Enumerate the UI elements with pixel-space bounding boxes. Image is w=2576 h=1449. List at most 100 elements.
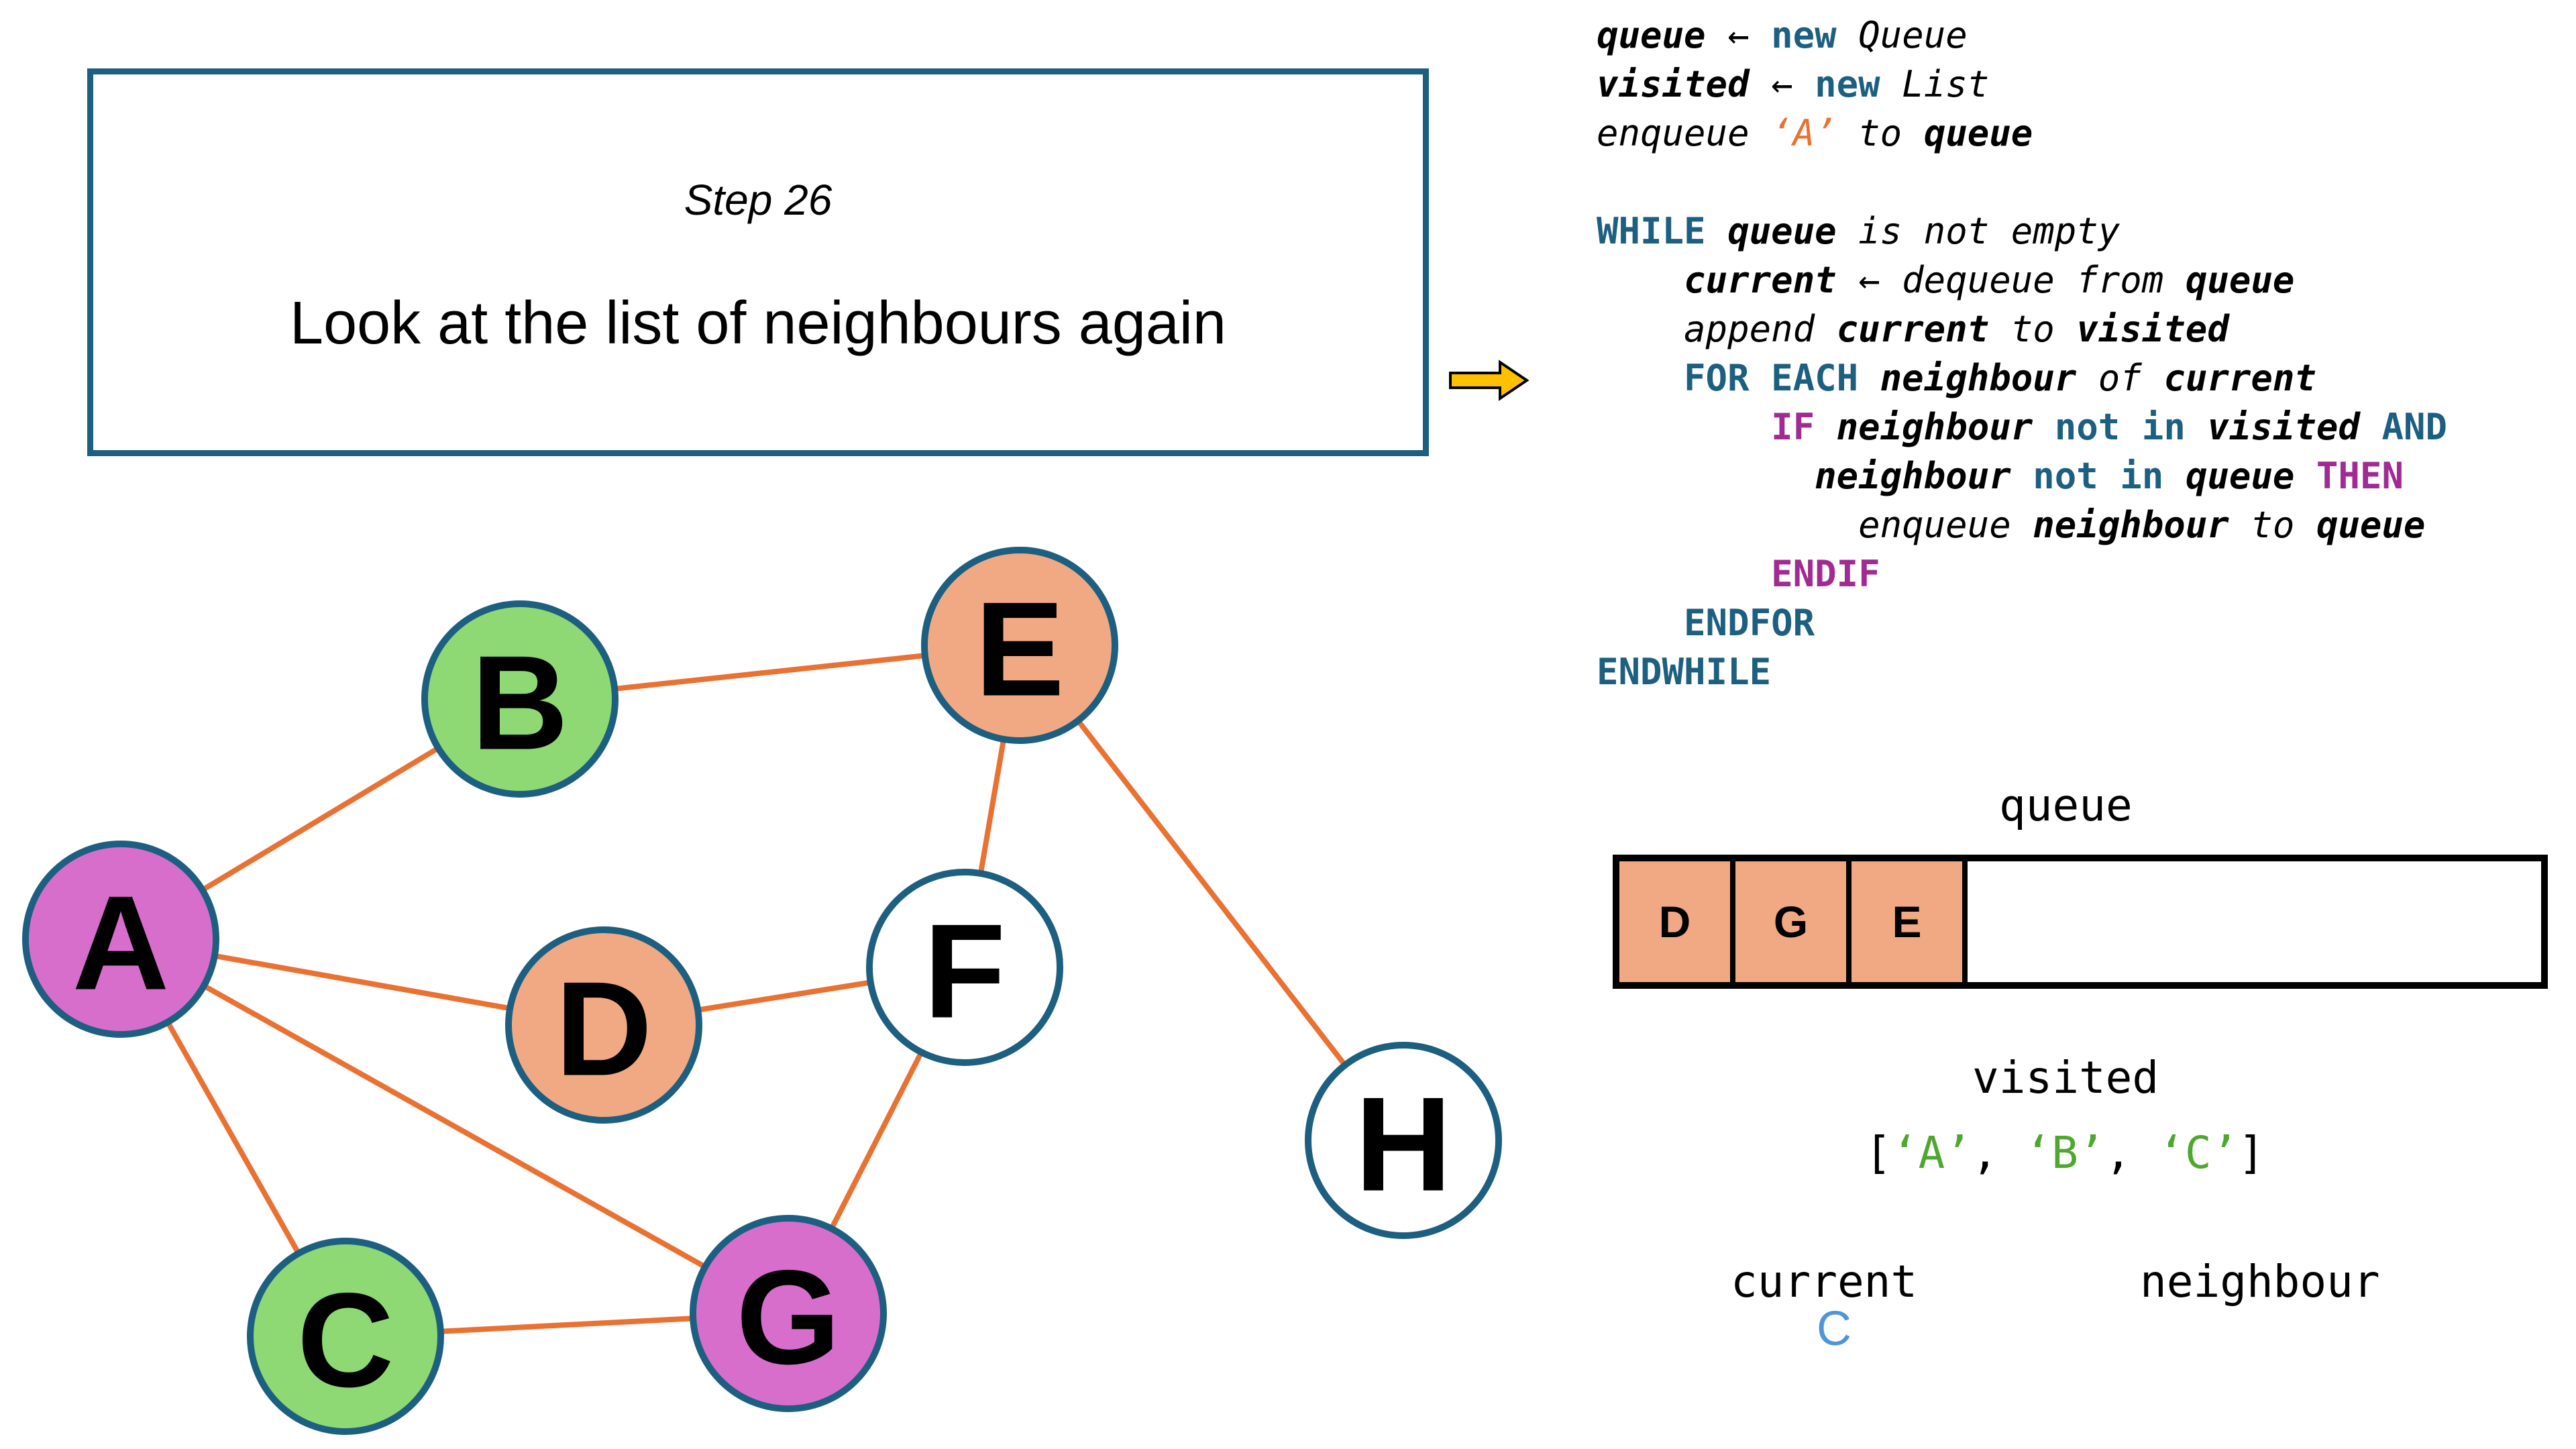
code-line: enqueue neighbour to queue <box>1597 500 2447 549</box>
code-line <box>1597 158 2447 207</box>
code-token: neighbour <box>1815 455 2011 497</box>
node-label: C <box>297 1266 394 1415</box>
node-b: B <box>421 600 619 798</box>
code-token: current <box>1684 259 1837 301</box>
visited-item: ‘A’ <box>1891 1127 1972 1179</box>
code-token: to <box>1989 308 2077 350</box>
code-token: new <box>1815 63 1880 105</box>
code-token: neighbour <box>2033 504 2229 546</box>
node-label: D <box>555 955 652 1104</box>
code-token: not in <box>2033 455 2164 497</box>
code-token: current <box>1836 308 1990 350</box>
current-value: C <box>1817 1302 1851 1356</box>
node-d: D <box>505 926 702 1124</box>
node-circle <box>247 1238 444 1435</box>
right-arrow-icon <box>1449 360 1529 401</box>
separator: , <box>2104 1127 2159 1179</box>
code-token: visited <box>2207 406 2360 448</box>
code-token: neighbour <box>1836 406 2033 448</box>
code-token <box>1597 455 1815 497</box>
node-circle <box>22 841 219 1038</box>
code-token: append <box>1597 308 1837 350</box>
node-circle <box>690 1215 887 1412</box>
code-line: FOR EACH neighbour of current <box>1597 354 2447 402</box>
code-token: queue <box>1597 14 1706 56</box>
node-label: B <box>472 629 568 778</box>
code-token: ← dequeue from <box>1836 259 2186 301</box>
code-token: visited <box>2076 308 2229 350</box>
code-line: ENDWHILE <box>1597 647 2447 696</box>
code-token: ‘A’ <box>1771 112 1837 154</box>
code-token: ENDFOR <box>1684 602 1815 644</box>
visited-list: [‘A’, ‘B’, ‘C’] <box>1865 1127 2265 1179</box>
code-line: visited ← new List <box>1597 60 2447 109</box>
code-token <box>2294 455 2316 497</box>
code-token: ENDIF <box>1771 553 1880 595</box>
code-token: queue <box>1923 112 2033 154</box>
visited-item: ‘C’ <box>2158 1127 2239 1179</box>
graph-diagram: A B C D E F G H <box>22 547 1502 1435</box>
code-line: IF neighbour not in visited AND <box>1597 402 2447 451</box>
node-label: F <box>924 897 1006 1046</box>
step-box: Step 26 Look at the list of neighbours a… <box>87 68 1429 456</box>
code-token: queue <box>1727 210 1837 252</box>
code-token: WHILE <box>1597 210 1706 252</box>
code-token: ← <box>1749 63 1815 105</box>
queue-item: E <box>1851 861 1968 982</box>
code-line: append current to visited <box>1597 305 2447 354</box>
code-token <box>1597 553 1771 595</box>
code-token: IF <box>1771 406 1815 448</box>
code-token: queue <box>2316 504 2426 546</box>
step-title: Step 26 <box>684 176 833 224</box>
node-circle <box>421 600 619 798</box>
visited-label: visited <box>1972 1052 2159 1104</box>
edge-a-g <box>119 936 790 1316</box>
code-token: AND <box>2381 406 2447 448</box>
code-token <box>2011 455 2033 497</box>
node-label: E <box>975 575 1064 724</box>
current-label: current <box>1731 1256 1918 1307</box>
node-label: G <box>736 1243 841 1393</box>
code-token: new <box>1771 14 1837 56</box>
code-token: to <box>2229 504 2316 546</box>
code-token: enqueue <box>1597 504 2033 546</box>
code-line: enqueue ‘A’ to queue <box>1597 109 2447 158</box>
code-line: ENDIF <box>1597 549 2447 598</box>
code-token <box>1597 259 1684 301</box>
code-line: queue ← new Queue <box>1597 11 2447 60</box>
separator: , <box>1971 1127 2025 1179</box>
close-bracket: ] <box>2238 1127 2265 1179</box>
code-token <box>1858 357 1880 399</box>
code-token: of <box>2076 357 2164 399</box>
code-token <box>2163 455 2186 497</box>
open-bracket: [ <box>1865 1127 1892 1179</box>
code-line: ENDFOR <box>1597 598 2447 647</box>
code-token: queue <box>2185 455 2295 497</box>
queue-item: G <box>1735 861 1851 982</box>
code-token: Queue <box>1836 14 1968 56</box>
node-c: C <box>247 1238 444 1435</box>
node-circle <box>505 926 702 1124</box>
code-token <box>2360 406 2382 448</box>
node-e: E <box>921 547 1118 744</box>
code-token <box>1815 406 1837 448</box>
code-token: current <box>2163 357 2316 399</box>
code-token: is not empty <box>1836 210 2121 252</box>
code-token: queue <box>2185 259 2295 301</box>
code-token: List <box>1880 63 1990 105</box>
code-token: neighbour <box>1880 357 2077 399</box>
code-token: ENDWHILE <box>1597 651 1772 693</box>
node-h: H <box>1305 1042 1502 1239</box>
edge-e-h <box>1017 643 1406 1142</box>
queue-item: D <box>1619 861 1735 982</box>
node-f: F <box>866 869 1063 1066</box>
code-token <box>2033 406 2055 448</box>
node-a: A <box>22 841 219 1038</box>
code-token: visited <box>1597 63 1750 105</box>
code-line: WHILE queue is not empty <box>1597 207 2447 256</box>
code-token: enqueue <box>1597 112 1772 154</box>
code-token <box>1597 406 1771 448</box>
code-token: not in <box>2054 406 2186 448</box>
